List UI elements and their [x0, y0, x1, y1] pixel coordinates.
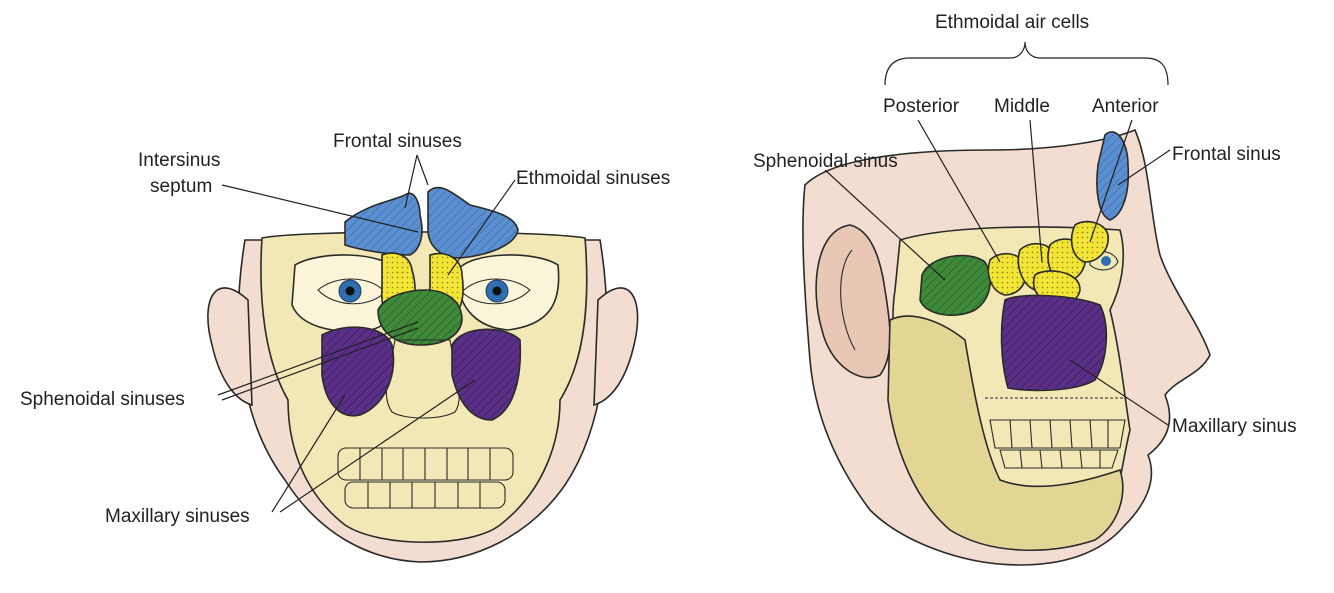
label-middle: Middle [994, 96, 1050, 117]
side-view: Ethmoidal air cells Posterior Middle Ant… [753, 12, 1297, 566]
front-right-eye [461, 278, 531, 305]
label-frontal-sinus: Frontal sinus [1172, 144, 1281, 165]
side-maxillary-sinus [1000, 294, 1108, 392]
label-posterior: Posterior [883, 96, 960, 117]
side-leader-lines [824, 119, 1171, 426]
label-ethmoidal-sinuses: Ethmoidal sinuses [516, 168, 670, 189]
front-leader-lines [217, 154, 516, 513]
side-sphenoidal-sinus [919, 254, 991, 316]
front-left-ear [207, 287, 253, 407]
front-right-ear [593, 287, 639, 407]
label-frontal-sinuses: Frontal sinuses [333, 131, 462, 152]
front-teeth [337, 447, 514, 509]
front-left-maxillary-sinus [321, 326, 395, 417]
side-ear [815, 224, 891, 379]
label-sphenoidal-sinus: Sphenoidal sinus [753, 151, 898, 172]
label-maxillary-sinuses: Maxillary sinuses [105, 506, 250, 527]
front-right-maxillary-sinus [451, 328, 522, 421]
label-anterior: Anterior [1092, 96, 1159, 117]
label-ethmoidal-air-cells: Ethmoidal air cells [935, 12, 1089, 33]
label-intersinus-line1: Intersinus [138, 150, 220, 171]
front-view: Frontal sinuses Intersinus septum Ethmoi… [20, 131, 670, 563]
ethmoidal-air-cells-brace [884, 41, 1169, 86]
front-sphenoidal-sinuses [377, 289, 463, 346]
side-teeth [985, 397, 1128, 469]
label-sphenoidal-sinuses: Sphenoidal sinuses [20, 389, 185, 410]
label-maxillary-sinus: Maxillary sinus [1172, 416, 1297, 437]
side-mandible [887, 315, 1124, 552]
side-ethmoidal-air-cells [987, 220, 1109, 306]
label-intersinus-line2: septum [150, 176, 212, 197]
